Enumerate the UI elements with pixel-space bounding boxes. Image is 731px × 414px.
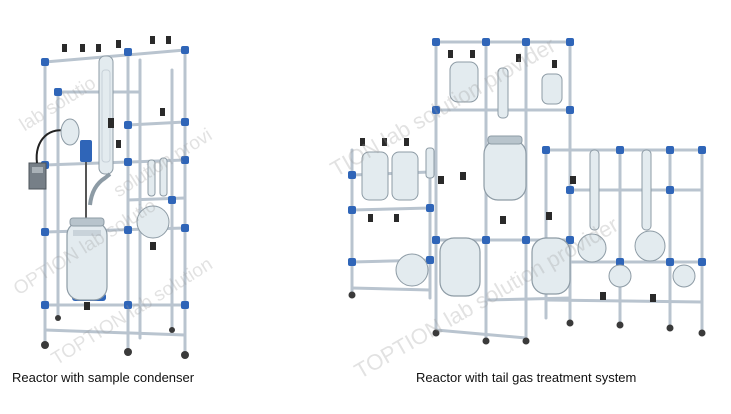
reactor-tail-gas-panel: TION lab solution provider TOPTION lab s… <box>320 0 731 414</box>
reactor-sample-condenser-image <box>28 36 189 359</box>
reactor-sample-condenser-panel: lab solutio solution provi OPTION lab so… <box>0 0 240 414</box>
caption-sample-condenser: Reactor with sample condenser <box>12 370 195 385</box>
reactor-tail-gas-image <box>348 38 706 345</box>
